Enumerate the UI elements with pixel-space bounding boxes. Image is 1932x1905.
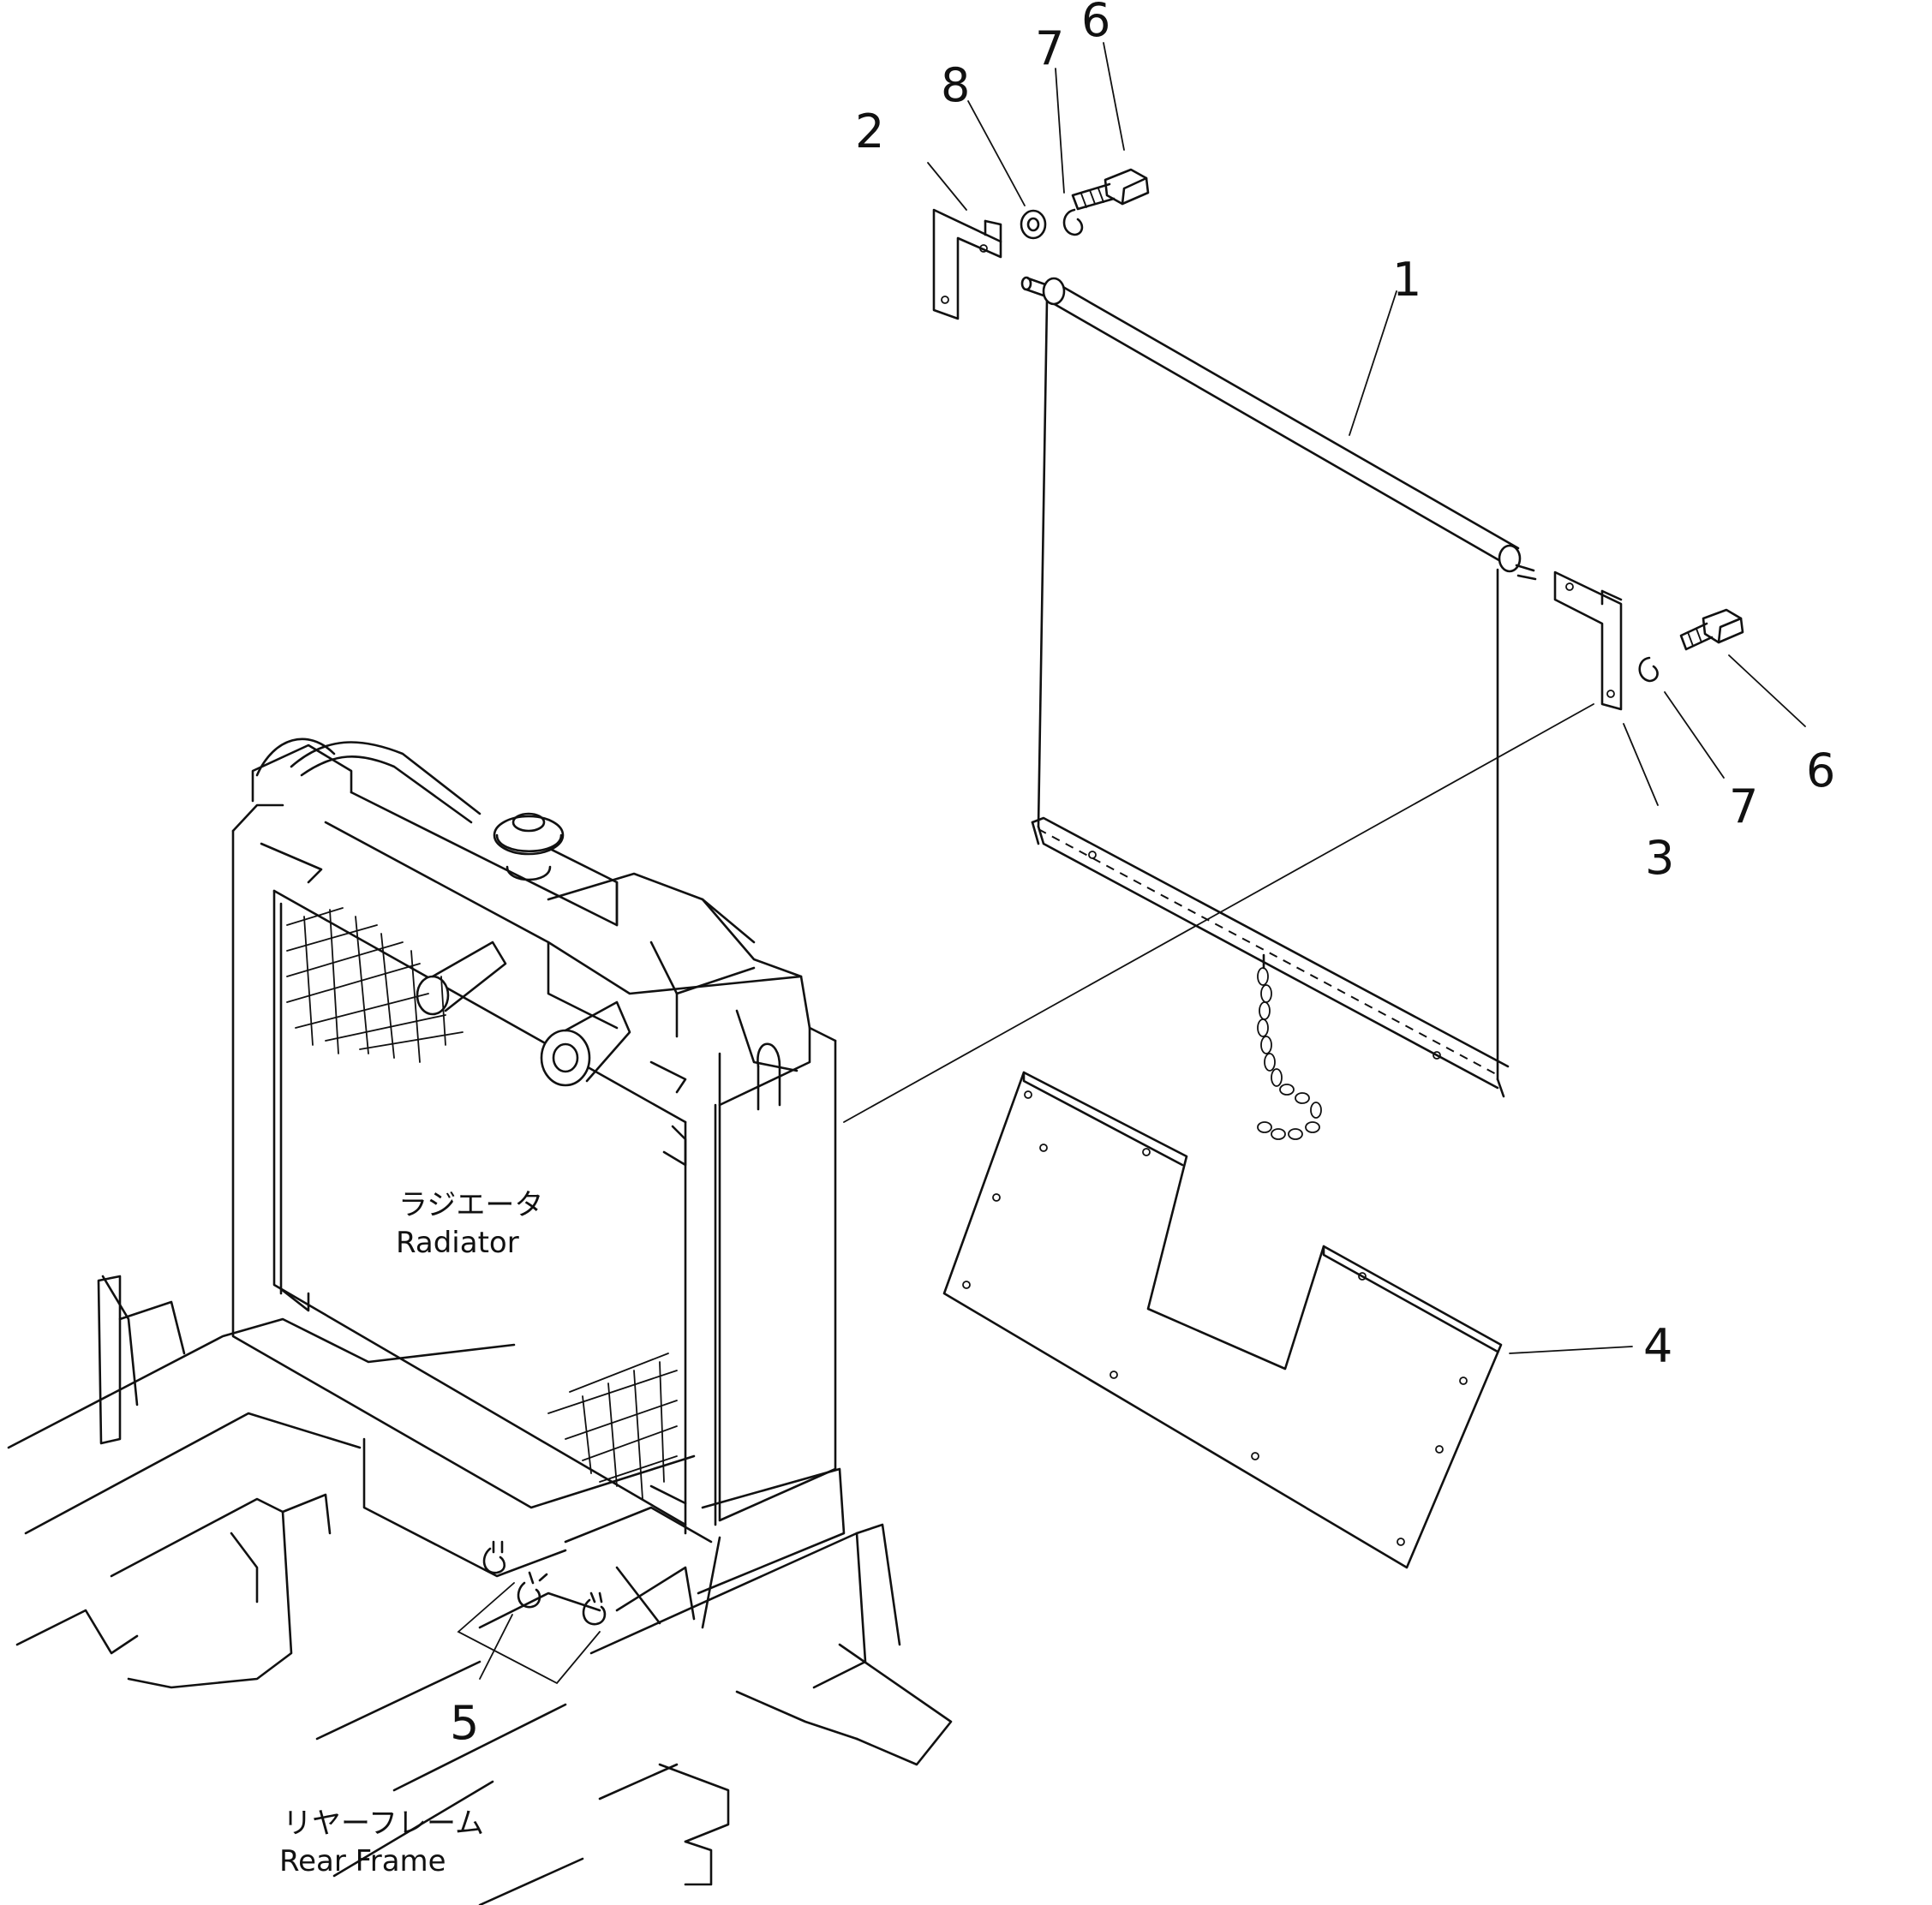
callout-7-right: 7 (1729, 779, 1758, 833)
leader-5 (479, 1614, 513, 1680)
callout-7-top: 7 (1035, 21, 1064, 75)
leader-4 (1509, 1346, 1633, 1354)
part-7-lockwasher-right (1638, 656, 1659, 683)
radiator-label-en: Radiator (396, 1226, 519, 1260)
part-7-lockwasher-top (1062, 208, 1084, 236)
leader-7a (1055, 68, 1065, 194)
leader-8 (967, 100, 1026, 206)
callout-2: 2 (855, 105, 884, 158)
callout-1: 1 (1392, 253, 1421, 307)
leader-1 (1349, 290, 1397, 436)
radiator-label-jp: ラジエータ (398, 1188, 543, 1222)
radiator-mesh-bottom (547, 1353, 678, 1500)
part-5-hooks (457, 1540, 607, 1685)
part-2-bracket (932, 208, 1002, 320)
callout-8: 8 (941, 58, 970, 112)
part-8-washer (1020, 209, 1047, 240)
leader-2 (927, 162, 967, 211)
callout-5: 5 (450, 1696, 479, 1750)
part-3-bracket (1553, 570, 1623, 711)
callout-4: 4 (1643, 1319, 1672, 1373)
part-1-roller-curtain (1020, 276, 1537, 1140)
rear-frame (7, 1275, 953, 1905)
pull-chain (1257, 953, 1322, 1140)
callout-numbers: 1 2 3 4 5 6 6 7 7 8 (450, 0, 1835, 1750)
part-4-cover-panel (942, 1071, 1503, 1569)
leader-6a (1103, 42, 1125, 151)
leader-3 (1623, 723, 1659, 806)
radiator-mesh-top (286, 907, 464, 1063)
install-line (843, 703, 1594, 1123)
leader-6b (1728, 654, 1806, 727)
callout-3: 3 (1645, 831, 1674, 885)
callout-6-top: 6 (1081, 0, 1110, 47)
leader-lines (479, 42, 1806, 1680)
leader-7b (1664, 691, 1725, 779)
rear-frame-label-jp: リヤーフレーム (283, 1806, 484, 1841)
callout-6-right: 6 (1806, 743, 1835, 797)
radiator-cap (493, 815, 565, 856)
part-6-bolt-top (1071, 168, 1150, 211)
part-6-bolt-right (1679, 608, 1744, 651)
radiator: ラジエータ Radiator (231, 738, 846, 1629)
rear-frame-label-en: Rear Frame (279, 1844, 446, 1878)
